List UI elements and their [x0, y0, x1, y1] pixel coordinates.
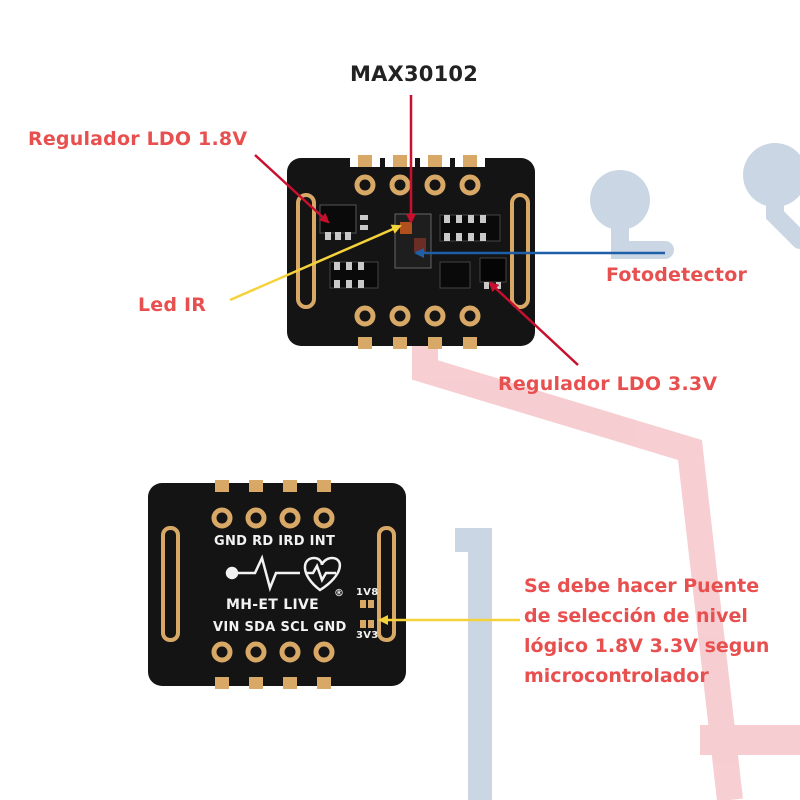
label-ldo-33: Regulador LDO 3.3V — [498, 373, 718, 395]
label-led-ir: Led IR — [138, 294, 207, 316]
level-jumper — [360, 600, 374, 628]
front-left-slot — [296, 193, 316, 309]
silk-brand: MH-ET LIVE — [226, 597, 319, 613]
back-right-slot — [377, 526, 396, 642]
arrow-led-ir — [229, 224, 402, 302]
front-top-pads — [350, 155, 485, 196]
silk-registered: ® — [334, 588, 345, 599]
back-pcb — [148, 483, 406, 686]
bg-blue-trace-3 — [455, 528, 492, 800]
silk-bottom-pins: VIN SDA SCL GND — [213, 620, 347, 635]
silk-1v8: 1V8 — [356, 587, 379, 598]
label-ldo-18: Regulador LDO 1.8V — [28, 128, 248, 150]
label-max30102: MAX30102 — [350, 62, 478, 86]
bg-blue-trace-1 — [611, 191, 674, 259]
note-line-1: Se debe hacer Puente — [524, 575, 760, 597]
jumper-note: Se debe hacer Puente de selección de niv… — [524, 571, 794, 691]
arrow-ldo-18 — [254, 154, 330, 224]
silk-3v3: 3V3 — [356, 630, 379, 641]
back-left-slot — [161, 526, 180, 642]
back-top-pads — [211, 480, 335, 529]
heartbeat-logo — [225, 554, 342, 592]
arrow-ldo-33 — [488, 281, 579, 366]
front-bottom-pads — [354, 305, 481, 349]
note-line-3: lógico 1.8V 3.3V segun — [524, 635, 770, 657]
label-photodetector: Fotodetector — [606, 264, 748, 286]
silk-top-pins: GND RD IRD INT — [214, 534, 336, 549]
back-board — [148, 480, 406, 689]
note-line-4: microcontrolador — [524, 665, 709, 687]
front-right-slot — [510, 193, 530, 309]
note-line-2: de selección de nivel — [524, 605, 748, 627]
back-bottom-pads — [211, 641, 335, 689]
bg-blue-trace-2 — [766, 166, 800, 249]
